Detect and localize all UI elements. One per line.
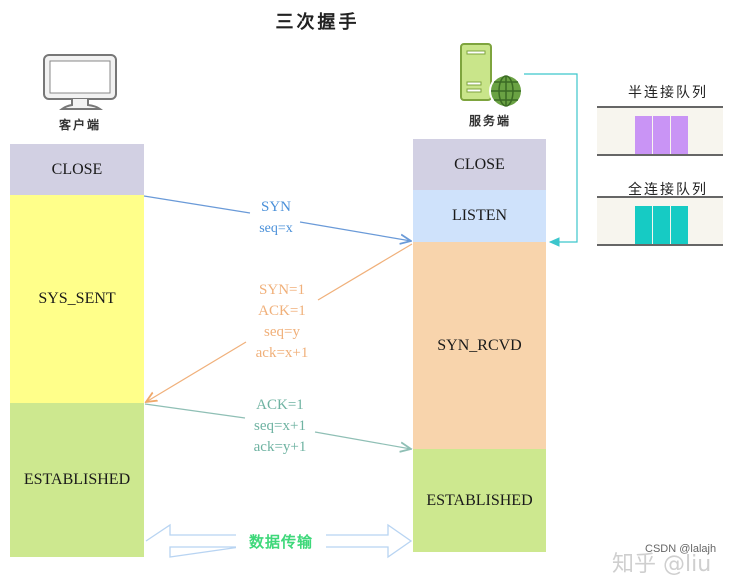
synack-arrow: [146, 341, 247, 402]
half-queue-label: 半连接队列: [628, 85, 708, 101]
msg-line: seq=x+1: [254, 418, 306, 434]
server-state-syn-rcvd: SYN_RCVD: [413, 242, 546, 449]
server-state-close: CLOSE: [413, 139, 546, 190]
full-connection-queue: [597, 196, 723, 246]
state-label: LISTEN: [451, 207, 508, 224]
msg-line: SYN: [260, 199, 291, 215]
msg-line: ACK=1: [258, 303, 306, 319]
queue-cell: [653, 116, 670, 154]
server-label: 服务端: [468, 114, 511, 128]
csdn-watermark: CSDN @lalajh: [645, 543, 717, 555]
client-label: 客户端: [58, 118, 101, 132]
synack-message: SYN=1 ACK=1 seq=y ack=x+1: [232, 280, 332, 364]
queue-cell: [671, 116, 688, 154]
server-globe-icon: [460, 43, 523, 108]
server-state-established: ESTABLISHED: [413, 449, 546, 552]
state-label: ESTABLISHED: [23, 471, 131, 488]
queue-cell: [635, 116, 652, 154]
state-label: ESTABLISHED: [426, 491, 533, 509]
server-state-listen: LISTEN: [413, 190, 546, 242]
msg-line: ack=y+1: [253, 439, 307, 455]
syn-arrow: [299, 221, 411, 241]
ack-arrow: [314, 431, 411, 449]
queue-cell: [635, 206, 652, 244]
syn-arrow-seg1: [143, 195, 251, 214]
arrows-layer: [143, 73, 578, 559]
diagram-title: 三次握手: [0, 8, 731, 34]
syn-message: SYN seq=x: [236, 197, 316, 239]
msg-line: seq=x: [259, 221, 293, 236]
state-label: CLOSE: [51, 160, 103, 178]
monitor-icon: [43, 54, 117, 110]
state-label: SYN_RCVD: [437, 336, 522, 354]
data-transfer-label: 数据传输: [236, 531, 326, 552]
synack-arrow-seg1: [317, 243, 413, 301]
state-label: CLOSE: [454, 155, 505, 173]
client-state-close: CLOSE: [10, 144, 144, 195]
ack-message: ACK=1 seq=x+1 ack=y+1: [230, 395, 330, 458]
full-queue-label: 全连接队列: [628, 182, 708, 198]
queue-cell: [653, 206, 670, 244]
queue-cell: [671, 206, 688, 244]
half-connection-queue: [597, 106, 723, 156]
queue-link-arrow: [524, 73, 578, 247]
msg-line: seq=y: [264, 324, 300, 340]
title-text: 三次握手: [275, 12, 360, 33]
client-state-established: ESTABLISHED: [10, 403, 144, 557]
msg-line: ACK=1: [256, 397, 304, 413]
msg-line: ack=x+1: [255, 345, 309, 361]
state-label: SYS_SENT: [38, 290, 116, 307]
client-state-sys-sent: SYS_SENT: [10, 195, 144, 403]
data-transfer-arrow: [145, 523, 413, 559]
msg-line: SYN=1: [259, 282, 305, 298]
ack-arrow-seg1: [144, 403, 246, 419]
